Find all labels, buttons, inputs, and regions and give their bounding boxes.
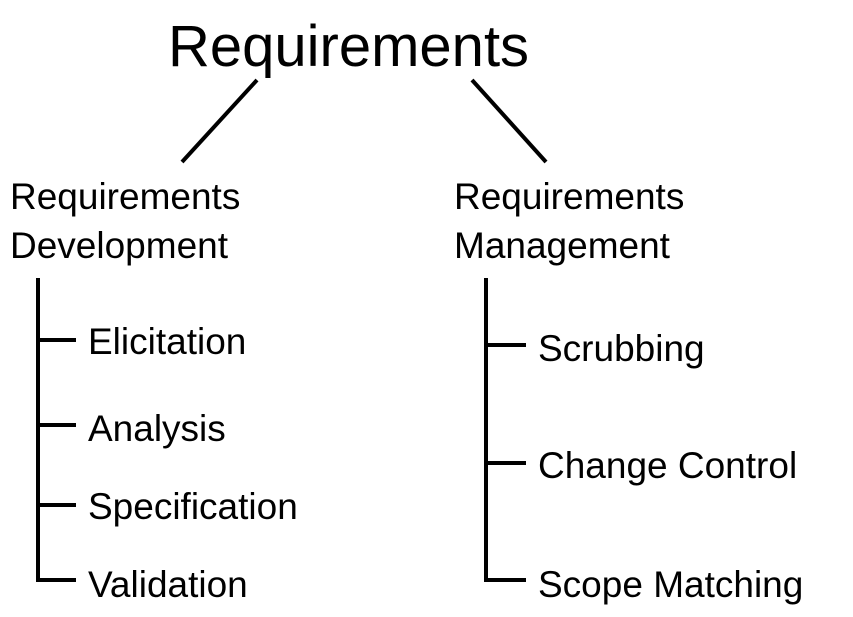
- development-branch-label: Requirements Development: [10, 172, 240, 270]
- leaf-validation: Validation: [88, 564, 248, 605]
- development-trunk: [36, 278, 76, 582]
- development-branch-line2: Development: [10, 225, 229, 266]
- management-trunk: [484, 278, 526, 582]
- management-branch-line2: Management: [454, 225, 670, 266]
- leaf-scope-matching: Scope Matching: [538, 564, 804, 605]
- leaf-change-control: Change Control: [538, 445, 798, 486]
- leaf-elicitation: Elicitation: [88, 321, 247, 362]
- root-node-label: Requirements: [168, 14, 530, 79]
- leaf-scrubbing: Scrubbing: [538, 328, 705, 369]
- connector-root-to-management: [470, 78, 548, 164]
- leaf-specification: Specification: [88, 486, 298, 527]
- management-branch-label: Requirements Management: [454, 172, 684, 270]
- leaf-analysis: Analysis: [88, 408, 226, 449]
- connector-root-to-development: [180, 78, 259, 164]
- development-branch-line1: Requirements: [10, 176, 241, 217]
- management-branch-line1: Requirements: [454, 176, 685, 217]
